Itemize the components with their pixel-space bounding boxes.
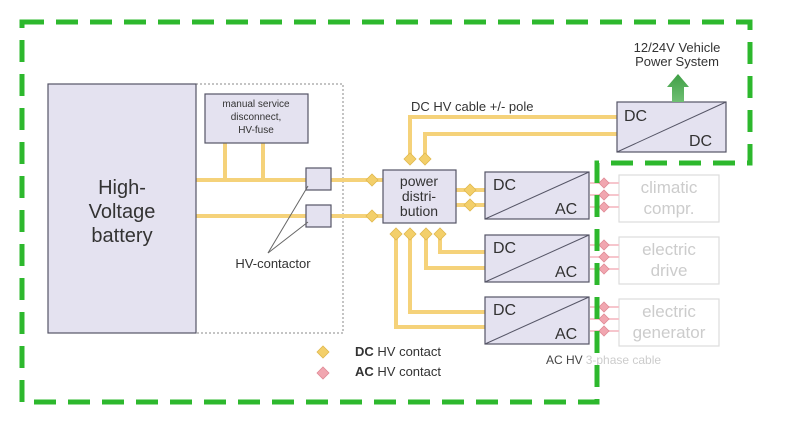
dc-contact <box>463 198 477 212</box>
msd-label-1: manual service <box>222 99 290 110</box>
legend-dc-text: DC HV contact <box>355 344 441 359</box>
high-voltage-battery: High- Voltage battery <box>47 83 197 334</box>
vehicle-power-label-1: 12/24V Vehicle <box>634 40 721 55</box>
conv2-dc-label: DC <box>493 240 516 257</box>
ac-contact <box>598 189 610 201</box>
ac-contact <box>598 313 610 325</box>
dc-contact <box>418 152 432 166</box>
hv-contactor-top <box>305 167 332 191</box>
ac-contacts <box>598 177 610 337</box>
dc-contact <box>389 227 403 241</box>
msd-label-2: disconnect, <box>231 112 282 123</box>
battery-label-1: High- <box>98 177 146 199</box>
legend-ac-text: AC HV contact <box>355 364 441 379</box>
system-boundary <box>19 19 753 405</box>
hv-contactor-pointers <box>267 185 309 254</box>
legend-ac-marker <box>316 366 330 380</box>
drive-label-1: electric <box>642 240 696 259</box>
dc-ac-converter-3: DC AC <box>484 296 590 345</box>
conv1-dc-label: DC <box>493 177 516 194</box>
drive-label-2: drive <box>651 261 688 280</box>
battery-label-2: Voltage <box>89 201 156 223</box>
load-climatic-compressor: climatic compr. <box>618 174 720 223</box>
vehicle-power-arrow <box>667 74 689 102</box>
load-electric-drive: electric drive <box>618 236 720 285</box>
dc-cable-label: DC HV cable +/- pole <box>411 99 533 114</box>
dc-dc-converter: DC DC <box>616 101 727 153</box>
conv3-ac-label: AC <box>555 326 577 343</box>
power-distribution: power distri- bution <box>382 169 457 224</box>
legend: DC HV contact AC HV contact <box>316 344 441 380</box>
dc-contact <box>403 152 417 166</box>
ac-cable-label-a: AC HV <box>546 353 583 367</box>
pd-label-3: bution <box>400 203 438 219</box>
ac-contact <box>598 301 610 313</box>
ac-contact <box>598 177 610 189</box>
dc-contacts <box>365 152 477 241</box>
dc-contact <box>403 227 417 241</box>
dc-contact <box>419 227 433 241</box>
battery-label-3: battery <box>91 225 152 247</box>
battery-enclosure <box>195 83 344 334</box>
msd-label-3: HV-fuse <box>238 125 274 136</box>
conv3-dc-label: DC <box>493 302 516 319</box>
manual-service-disconnect: manual service disconnect, HV-fuse <box>204 93 309 144</box>
generator-label-1: electric <box>642 302 696 321</box>
ac-contact <box>598 251 610 263</box>
legend-dc-marker <box>316 345 330 359</box>
ac-contact <box>598 239 610 251</box>
dcdc-label-in: DC <box>624 108 647 125</box>
load-electric-generator: electric generator <box>618 298 720 347</box>
ac-contact <box>598 325 610 337</box>
ac-contact <box>598 263 610 275</box>
dc-contact <box>463 183 477 197</box>
dcdc-label-out: DC <box>689 133 712 150</box>
vehicle-power-label-2: Power System <box>635 54 719 69</box>
dc-contact <box>433 227 447 241</box>
pd-label-1: power <box>400 173 438 189</box>
conv2-ac-label: AC <box>555 264 577 281</box>
hv-contactor-label: HV-contactor <box>235 256 311 271</box>
ac-contact <box>598 201 610 213</box>
dc-contact <box>365 173 379 187</box>
climatic-label-1: climatic <box>641 178 698 197</box>
pd-label-2: distri- <box>402 188 437 204</box>
dc-ac-converter-1: DC AC <box>484 171 590 220</box>
climatic-label-2: compr. <box>643 199 694 218</box>
dc-contact <box>365 209 379 223</box>
hv-contactor-bottom <box>305 204 332 228</box>
conv1-ac-label: AC <box>555 201 577 218</box>
ac-cable-label-b: 3-phase cable <box>586 353 662 367</box>
dc-ac-converter-2: DC AC <box>484 234 590 283</box>
generator-label-2: generator <box>633 323 706 342</box>
dc-cables <box>196 115 617 329</box>
